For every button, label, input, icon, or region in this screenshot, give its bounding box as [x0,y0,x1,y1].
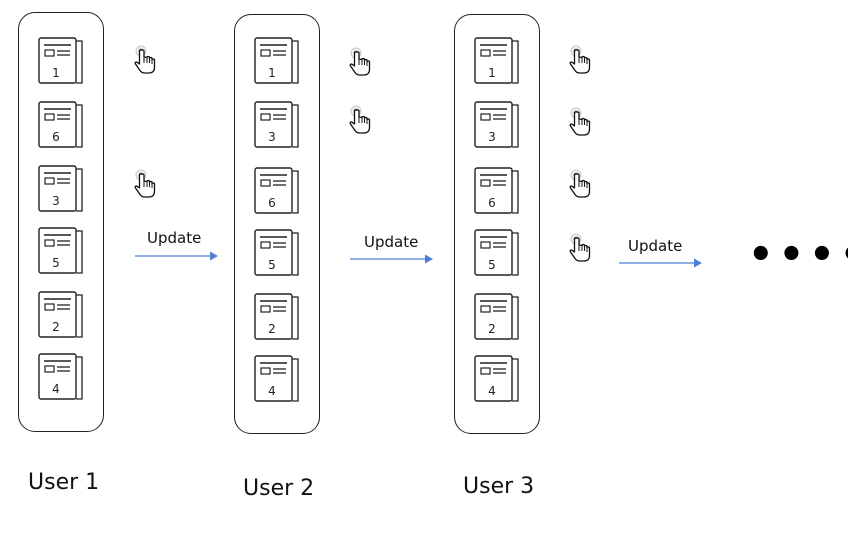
hand-click-icon [569,233,591,262]
doc-number: 1 [488,66,496,80]
news-document-icon [474,167,519,214]
hand-click-icon [349,105,371,134]
doc-card: 3 [38,165,83,213]
doc-number: 5 [488,258,496,272]
doc-card: 1 [254,37,299,85]
hand-click-icon [569,169,591,198]
news-document-icon [254,101,299,148]
news-document-icon [38,227,83,274]
doc-number: 2 [52,320,60,334]
right-arrow-icon [135,251,218,261]
hand-click-icon [349,47,371,76]
doc-card: 3 [474,101,519,149]
doc-number: 2 [488,322,496,336]
update-label: Update [364,233,419,251]
user-1-column: 1 6 3 5 2 4 [18,12,104,432]
right-arrow-icon [350,254,433,264]
user-3-column: 1 3 6 5 2 4 [454,14,540,434]
news-document-icon [474,101,519,148]
user-3-label: User 3 [463,474,535,499]
news-document-icon [38,291,83,338]
user-2-label: User 2 [243,476,315,501]
doc-number: 5 [268,258,276,272]
news-document-icon [474,37,519,84]
news-document-icon [254,229,299,276]
news-document-icon [474,293,519,340]
doc-card: 6 [474,167,519,215]
doc-number: 4 [268,384,276,398]
doc-number: 3 [52,194,60,208]
news-document-icon [38,101,83,148]
doc-card: 3 [254,101,299,149]
news-document-icon [474,229,519,276]
doc-card: 1 [38,37,83,85]
doc-card: 5 [254,229,299,277]
news-document-icon [254,293,299,340]
right-arrow-icon [619,258,702,268]
doc-number: 6 [52,130,60,144]
news-document-icon [38,37,83,84]
doc-number: 6 [488,196,496,210]
news-document-icon [38,165,83,212]
doc-card: 4 [254,355,299,403]
doc-number: 3 [488,130,496,144]
doc-number: 5 [52,256,60,270]
update-label: Update [147,229,202,247]
doc-card: 5 [38,227,83,275]
user-2-column: 1 3 6 5 2 4 [234,14,320,434]
doc-number: 6 [268,196,276,210]
doc-card: 2 [38,291,83,339]
doc-number: 4 [488,384,496,398]
news-document-icon [38,353,83,400]
hand-click-icon [134,45,156,74]
hand-click-icon [134,169,156,198]
doc-number: 1 [52,66,60,80]
doc-card: 1 [474,37,519,85]
doc-card: 6 [254,167,299,215]
news-document-icon [254,37,299,84]
hand-click-icon [569,107,591,136]
doc-number: 3 [268,130,276,144]
doc-card: 6 [38,101,83,149]
news-document-icon [474,355,519,402]
doc-number: 1 [268,66,276,80]
user-1-label: User 1 [28,470,100,495]
doc-card: 2 [254,293,299,341]
doc-card: 4 [474,355,519,403]
hand-click-icon [569,45,591,74]
doc-number: 2 [268,322,276,336]
doc-card: 2 [474,293,519,341]
doc-number: 4 [52,382,60,396]
continuation-ellipsis: •••• [748,232,848,278]
update-label: Update [628,237,683,255]
doc-card: 5 [474,229,519,277]
doc-card: 4 [38,353,83,401]
news-document-icon [254,355,299,402]
news-document-icon [254,167,299,214]
